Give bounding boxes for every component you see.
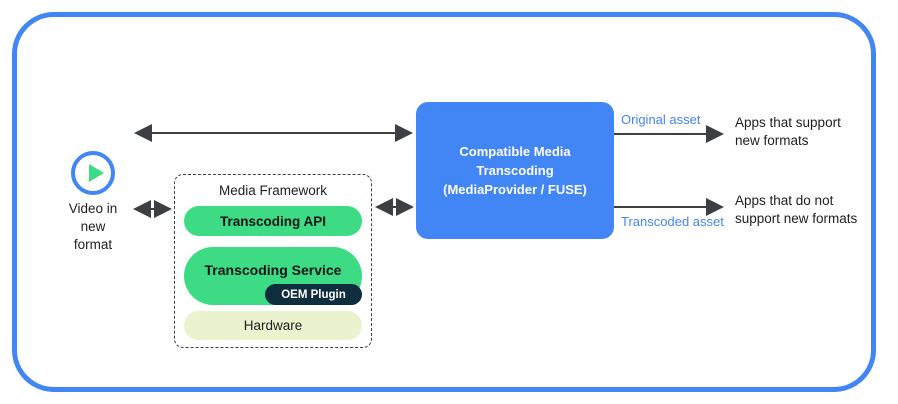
transcoding-api-box: Transcoding API [184,206,362,236]
play-triangle-icon [89,164,104,182]
outer-frame-border [12,12,876,392]
play-circle-icon [71,151,115,195]
hardware-box: Hardware [184,311,362,340]
apps-support-new-formats-label: Apps that support new formats [735,115,841,148]
compatible-media-transcoding-box: Compatible Media Transcoding (MediaProvi… [416,102,614,239]
video-source-label: Video in new format [68,201,118,252]
media-framework-title: Media Framework [218,183,328,198]
original-asset-label: Original asset [621,112,701,127]
oem-plugin-badge: OEM Plugin [265,284,362,305]
transcoded-asset-label: Transcoded asset [621,214,724,229]
apps-no-support-new-formats-label: Apps that do not support new formats [735,193,858,226]
media-framework-container [174,174,372,348]
